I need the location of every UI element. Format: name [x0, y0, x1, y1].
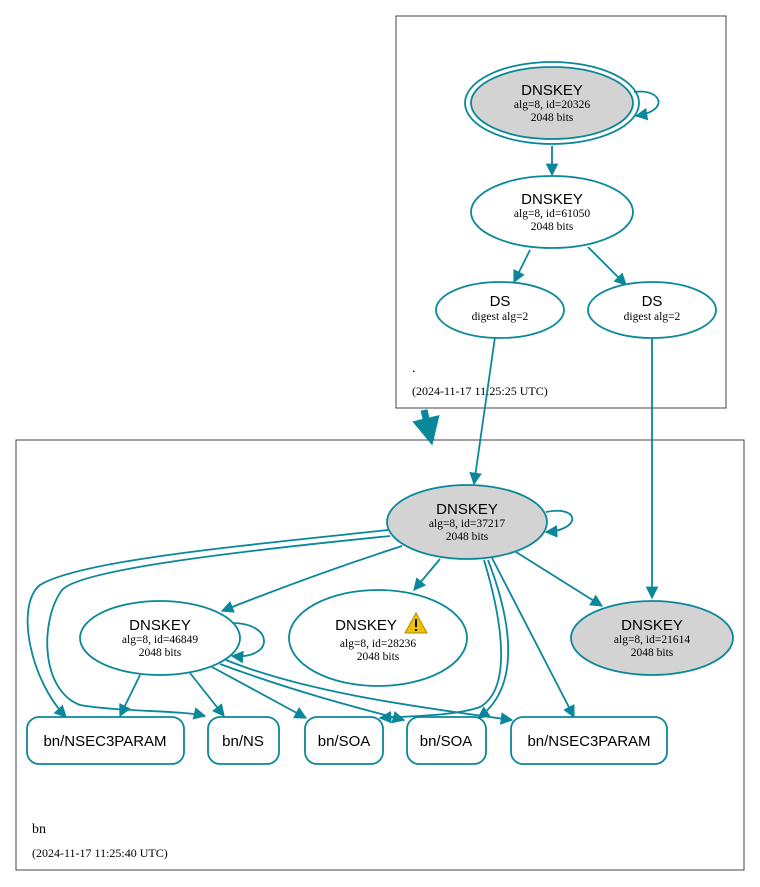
rrset-box [510, 716, 668, 765]
zone-root: . (2024-11-17 11:25:25 UTC) [395, 15, 727, 409]
zone-bn-timestamp: (2024-11-17 11:25:40 UTC) [32, 846, 168, 860]
node-title: DNSKEY [335, 617, 397, 634]
rrset-ns[interactable]: bn/NS [207, 716, 280, 765]
node-ds-2-shape [587, 281, 717, 339]
node-key-info: alg=8, id=46849 [122, 634, 198, 646]
rrset-box [406, 716, 487, 765]
edge-bn-ksk-to-zsk2 [413, 558, 441, 591]
node-key-info: alg=8, id=37217 [429, 518, 505, 530]
node-bn-ksk2[interactable]: DNSKEY alg=8, id=21614 2048 bits [570, 600, 734, 676]
node-bn-ksk-shape [386, 484, 548, 560]
rrset-label: bn/NS [222, 733, 264, 750]
edge-root-zsk-to-ds1 [513, 249, 531, 284]
node-title: DNSKEY [521, 191, 583, 208]
edge-bn-ksk-to-soa-b [476, 559, 510, 719]
node-key-size: 2048 bits [531, 221, 574, 233]
edge-root-zsk-to-ds2 [587, 246, 627, 286]
edge-bn-zsk1-to-soa-a [211, 666, 308, 719]
node-bn-ksk[interactable]: DNSKEY alg=8, id=37217 2048 bits [386, 484, 548, 560]
node-bn-zsk2-shape [288, 589, 468, 687]
node-title: DNSKEY [129, 617, 191, 634]
node-bn-zsk2[interactable]: DNSKEY alg=8, id=28236 2048 bits [288, 589, 468, 687]
node-key-size: 2048 bits [357, 651, 400, 663]
rrset-label: bn/SOA [420, 733, 473, 750]
node-ds-1[interactable]: DS digest alg=2 [435, 281, 565, 339]
edge-bn-ksk-to-zsk1 [220, 545, 403, 613]
trust-anchor-ring [464, 61, 640, 145]
node-key-size: 2048 bits [531, 112, 574, 124]
edge-bn-zsk1-to-soa-b [219, 663, 406, 724]
node-digest-info: digest alg=2 [472, 311, 529, 323]
nodes: DNSKEY alg=8, id=20326 2048 bits DNSKEY … [26, 61, 734, 765]
node-title: DNSKEY [521, 82, 583, 99]
node-title: DNSKEY [621, 617, 683, 634]
node-key-info: alg=8, id=20326 [514, 99, 590, 111]
node-root-ksk-shape [470, 66, 634, 140]
node-root-zsk[interactable]: DNSKEY alg=8, id=61050 2048 bits [470, 175, 634, 249]
edge-bn-ksk-to-nsec3param-a [26, 529, 389, 718]
node-root-zsk-shape [470, 175, 634, 249]
node-key-info: alg=8, id=21614 [614, 634, 690, 646]
node-root-ksk[interactable]: DNSKEY alg=8, id=20326 2048 bits [464, 61, 640, 145]
rrset-soa-a[interactable]: bn/SOA [304, 716, 384, 765]
rrset-box [304, 716, 384, 765]
node-key-size: 2048 bits [631, 647, 674, 659]
zone-bn: bn (2024-11-17 11:25:40 UTC) [15, 439, 745, 871]
node-key-info: alg=8, id=61050 [514, 208, 590, 220]
edge-bn-ksk-self [544, 509, 574, 538]
edge-bn-zsk1-to-ns [189, 672, 225, 717]
node-title: DS [490, 293, 511, 310]
node-digest-info: digest alg=2 [624, 311, 681, 323]
edge-bn-ksk-to-ksk2 [515, 551, 604, 607]
rrset-box [26, 716, 185, 765]
zone-bn-name: bn [32, 822, 46, 837]
zone-bn-box [15, 439, 745, 871]
edge-root-ksk-self [633, 90, 660, 121]
rrset-label: bn/SOA [318, 733, 371, 750]
rrset-label: bn/NSEC3PARAM [43, 733, 166, 750]
node-title: DNSKEY [436, 501, 498, 518]
rrset-nsec3param-a[interactable]: bn/NSEC3PARAM [26, 716, 185, 765]
rrset-label: bn/NSEC3PARAM [527, 733, 650, 750]
zone-root-name: . [412, 361, 416, 376]
node-ds-1-shape [435, 281, 565, 339]
edge-bn-ksk-to-nsec3param-b [491, 557, 575, 719]
edge-ds1-to-bn-ksk [469, 336, 496, 486]
node-bn-zsk1-shape [79, 600, 241, 676]
rrset-nsec3param-b[interactable]: bn/NSEC3PARAM [510, 716, 668, 765]
rrset-soa-b[interactable]: bn/SOA [406, 716, 487, 765]
rrset-box [207, 716, 280, 765]
zone-root-timestamp: (2024-11-17 11:25:25 UTC) [412, 384, 548, 398]
warning-icon[interactable] [404, 611, 428, 634]
node-bn-ksk2-shape [570, 600, 734, 676]
node-key-size: 2048 bits [446, 531, 489, 543]
node-bn-zsk1[interactable]: DNSKEY alg=8, id=46849 2048 bits [79, 600, 241, 676]
edge-bn-ksk-to-ns [46, 535, 391, 720]
edge-bn-zsk1-to-nsec3param-a [119, 674, 141, 718]
node-ds-2[interactable]: DS digest alg=2 [587, 281, 717, 339]
node-key-size: 2048 bits [139, 647, 182, 659]
edges [26, 90, 660, 725]
edge-delegation [412, 409, 440, 446]
edge-bn-zsk1-to-nsec3param-b [225, 659, 514, 725]
node-title: DS [642, 293, 663, 310]
zone-root-box [395, 15, 727, 409]
node-key-info: alg=8, id=28236 [340, 638, 416, 650]
edge-bn-zsk1-self [229, 622, 265, 664]
